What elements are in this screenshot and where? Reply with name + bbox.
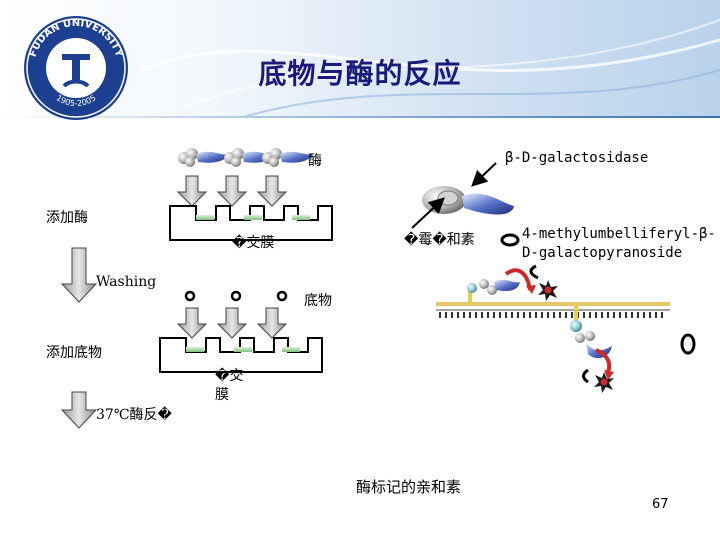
fluorescent-product-icon	[594, 372, 614, 393]
label-substrate-name-line2: D-galactopyranoside	[522, 245, 683, 261]
header-rule	[0, 116, 720, 118]
page-number: 67	[652, 497, 669, 512]
label-washing: Washing	[96, 274, 157, 290]
label-membrane-2-line2: 膜	[215, 387, 229, 403]
label-enzyme-name: β-D-galactosidase	[505, 150, 649, 166]
enzyme-labeled-avidin	[422, 186, 514, 215]
membrane-strip	[436, 302, 670, 318]
membrane-well-plate	[159, 337, 323, 373]
incubation-arrow-icon	[60, 391, 98, 429]
caption-enzyme-labeled-avidin: 酶标记的亲和素	[356, 478, 462, 496]
membrane-well-plate	[169, 205, 333, 241]
bound-enzyme-complex	[570, 306, 614, 384]
pointer-arrow	[411, 197, 445, 229]
label-membrane-2-line1: �交	[215, 368, 244, 384]
enzyme-molecule	[178, 148, 228, 167]
label-add-enzyme: 添加酶	[46, 210, 88, 226]
pointer-arrow	[471, 162, 497, 187]
slide-title: 底物与酶的反应	[258, 57, 462, 90]
label-incubation: 37℃酶反�	[96, 407, 172, 423]
substrate-ring-icon	[500, 233, 520, 247]
header-swirl-decoration	[140, 19, 720, 118]
university-seal-logo: FUDAN UNIVERSITY 1905-2005	[24, 16, 128, 120]
substrate-molecule	[184, 290, 288, 302]
down-arrow-icon	[176, 175, 288, 207]
label-substrate-name-line1: 4-methylumbelliferyl-β-	[522, 226, 716, 242]
svg-text:1905-2005: 1905-2005	[54, 93, 97, 108]
washing-arrow-icon	[60, 247, 98, 303]
label-enzyme: 酶	[308, 153, 322, 169]
label-avidin: �霉�和素	[404, 232, 475, 248]
down-arrow-icon	[176, 307, 288, 339]
bound-enzyme-complex	[467, 264, 539, 302]
label-membrane-1: �交膜	[232, 235, 275, 251]
fluorescent-product-icon	[538, 280, 558, 301]
label-add-substrate: 添加底物	[46, 345, 102, 361]
substrate-ring-icon	[680, 333, 696, 355]
enzyme-molecule	[262, 148, 312, 167]
label-substrate: 底物	[304, 293, 332, 309]
